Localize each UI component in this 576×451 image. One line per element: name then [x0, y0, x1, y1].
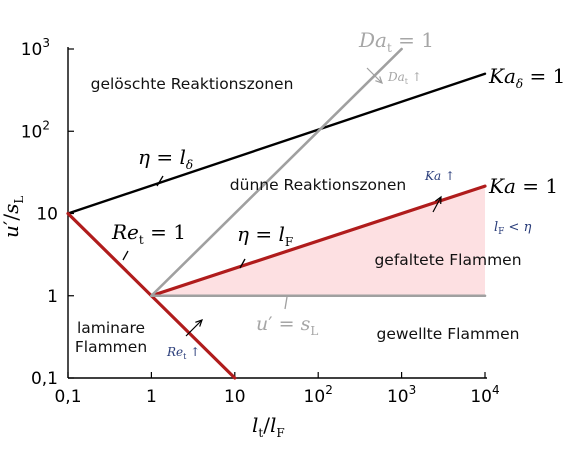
line-eta-l-F — [149, 184, 487, 298]
x-tick-label: 10 — [224, 387, 246, 407]
label-ka: Ka = 1 — [488, 174, 558, 198]
region-duenne: dünne Reaktionszonen — [230, 176, 406, 194]
line-eta-l-delta — [66, 72, 487, 215]
y-axis-title: u′/sL — [0, 196, 26, 238]
label-ka-delta: Kaδ = 1 — [488, 64, 565, 91]
direction-arrows — [185, 67, 442, 337]
y-tick-label: 102 — [21, 118, 50, 142]
label-u-s-L: u′ = sL — [256, 313, 318, 338]
label-eta-l-delta: η = lδ — [138, 145, 193, 172]
y-tick-label: 103 — [21, 36, 50, 60]
label-leader — [239, 258, 246, 269]
line-da-t-1 — [150, 47, 403, 298]
regime-lines — [66, 47, 487, 380]
re-t-arrow — [185, 319, 203, 337]
arrow-label-da-t: Dat ↑ — [387, 70, 422, 86]
x-tick-label: 104 — [470, 383, 499, 407]
x-tick-label: 102 — [304, 383, 333, 407]
label-da-t: Dat = 1 — [358, 28, 434, 55]
ka-arrow — [432, 195, 442, 213]
x-tick-label: 103 — [387, 383, 416, 407]
x-tick-label: 1 — [146, 387, 157, 407]
x-axis-title: lt/lF — [252, 413, 285, 440]
region-laminare-line2: Flammen — [75, 338, 147, 356]
axis-ticks: 0,1 1 10 102 103 104 0,1 1 10 102 103 — [21, 36, 500, 407]
arrow-label-re-t: Ret ↑ — [166, 345, 200, 361]
label-leader — [284, 296, 288, 310]
da-t-arrow — [366, 67, 383, 84]
region-geloeschte: gelöschte Reaktionszonen — [91, 75, 294, 93]
region-laminare-line1: laminare — [77, 319, 145, 337]
x-tick-label: 0,1 — [54, 387, 81, 407]
label-leader — [122, 250, 129, 261]
label-re-t: Ret = 1 — [111, 220, 186, 247]
region-gefaltete: gefaltete Flammen — [374, 251, 521, 269]
label-lF-lt-eta: lF < η — [494, 220, 532, 237]
y-tick-label: 10 — [36, 205, 58, 225]
label-eta-l-F: η = lF — [237, 222, 293, 249]
region-gewellte: gewellte Flammen — [376, 325, 519, 343]
arrow-label-ka: Ka ↑ — [424, 169, 455, 183]
y-tick-label: 1 — [47, 287, 58, 307]
label-leader — [156, 175, 164, 187]
y-tick-label: 0,1 — [31, 369, 58, 389]
